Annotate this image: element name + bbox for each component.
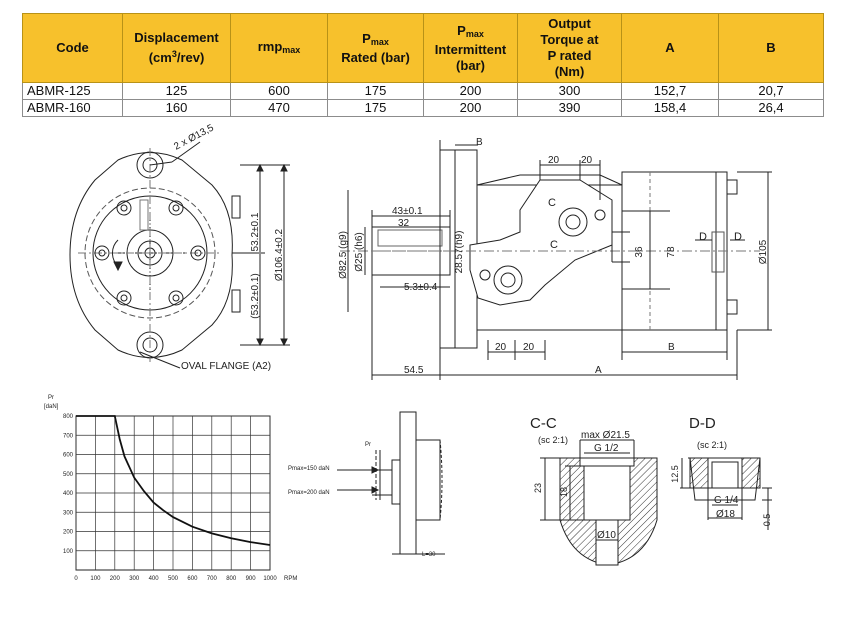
- chart-x-tick-label: 100: [90, 576, 101, 582]
- header-p-rated: Pmax Rated (bar): [327, 13, 424, 83]
- dim-a-bottom: A: [595, 365, 602, 376]
- dim-total-label: Ø106.4±0.2: [274, 228, 285, 281]
- dim-20-d: 20: [523, 342, 535, 353]
- dim-36: 36: [634, 246, 645, 258]
- dim-20-b: 20: [581, 155, 593, 166]
- table-row: ABMR-125 125 600 175 200 300 152,7 20,7: [22, 82, 824, 100]
- chart-y-tick-label: 800: [63, 414, 74, 420]
- cell-torque: 300: [517, 82, 622, 100]
- cell-torque: 390: [517, 99, 622, 117]
- chart-y-tick-label: 400: [63, 491, 74, 497]
- port-c-lower: C: [550, 239, 558, 251]
- cell-p-intermittent: 200: [423, 82, 518, 100]
- port-d-right: D: [734, 231, 742, 243]
- dim-pilot: Ø82.5 (g9): [338, 231, 349, 279]
- dim-shaft: Ø25 (h6): [354, 232, 365, 271]
- cc-dim-18: 18: [559, 487, 569, 497]
- chart-y-tick-label: 200: [63, 530, 74, 536]
- cc-thread: G 1/2: [594, 443, 619, 454]
- load-pr: Pr: [365, 442, 371, 448]
- header-a: A: [621, 13, 719, 83]
- front-view: [69, 141, 290, 369]
- table-header-row: Code Displacement (cm3/rev) rmpmax Pmax …: [22, 13, 824, 83]
- dim-b-bottom: B: [668, 342, 675, 353]
- cell-b: 26,4: [718, 99, 824, 117]
- header-code: Code: [22, 13, 123, 83]
- dim-78: 78: [666, 246, 677, 258]
- dd-thread: G 1/4: [714, 495, 739, 506]
- chart-xlabel: RPM: [284, 576, 297, 582]
- port-c-upper: C: [548, 197, 556, 209]
- chart-y-tick-label: 500: [63, 472, 74, 478]
- port-d-left: D: [699, 231, 707, 243]
- chart-y-tick-label: 300: [63, 510, 74, 516]
- header-rmp: rmpmax: [230, 13, 328, 83]
- section-dd-title: D-D: [689, 415, 716, 432]
- header-torque: Output Torque at P rated (Nm): [517, 13, 622, 83]
- bolt-hole-label: 2 x Ø13,5: [172, 122, 216, 152]
- chart-y-tick-label: 600: [63, 453, 74, 459]
- side-view: [340, 140, 772, 380]
- load-pmax-200: Pmax=200 daN: [288, 490, 330, 496]
- cc-max-dia: max Ø21.5: [581, 430, 630, 441]
- chart-x-tick-label: 600: [187, 576, 198, 582]
- chart-x-tick-label: 300: [129, 576, 140, 582]
- dd-dim-18: Ø18: [716, 509, 735, 520]
- section-cc: [540, 439, 658, 566]
- cell-rmp: 600: [230, 82, 328, 100]
- dim-lower-label: (53.2±0.1): [250, 273, 261, 319]
- chart-x-tick-label: 900: [246, 576, 257, 582]
- dim-54-5: 54.5: [404, 365, 424, 376]
- dim-b-top: B: [476, 137, 483, 148]
- dim-upper-label: 53.2±0.1: [250, 212, 261, 251]
- chart-ylabel-2: [daN]: [44, 404, 59, 410]
- flange-label: OVAL FLANGE (A2): [181, 361, 271, 372]
- dim-20-a: 20: [548, 155, 560, 166]
- chart-series-line: [76, 415, 271, 546]
- chart-x-tick-label: 800: [226, 576, 237, 582]
- section-dd-scale: (sc 2:1): [697, 440, 727, 450]
- dim-key-length: 32: [398, 218, 410, 229]
- chart-x-tick-label: 1000: [263, 576, 277, 582]
- load-pmax-150: Pmax=150 daN: [288, 466, 330, 472]
- cell-displacement: 160: [122, 99, 231, 117]
- chart-y-tick-label: 700: [63, 433, 74, 439]
- chart-x-tick-label: 0: [74, 576, 78, 582]
- cell-rmp: 470: [230, 99, 328, 117]
- radial-load-chart: 0 100 200 300 400 500 600 700 800 900 1000 100 200 30…: [63, 414, 277, 582]
- cc-dim-10: Ø10: [597, 530, 616, 541]
- chart-x-tick-label: 400: [149, 576, 160, 582]
- chart-y-tick-label: 100: [63, 549, 74, 555]
- dim-20-c: 20: [495, 342, 507, 353]
- dim-shaft-key: 28.57(h9): [454, 231, 465, 274]
- chart-x-tick-label: 200: [110, 576, 121, 582]
- header-p-intermittent: Pmax Intermittent (bar): [423, 13, 518, 83]
- cell-p-rated: 175: [327, 99, 424, 117]
- dd-dim-12-5: 12.5: [670, 465, 680, 483]
- dd-dim-0-5: 0.5: [762, 514, 772, 527]
- section-cc-title: C-C: [530, 415, 557, 432]
- section-cc-scale: (sc 2:1): [538, 435, 568, 445]
- dim-105: Ø105: [758, 239, 769, 264]
- load-l30: L=30: [422, 552, 436, 558]
- header-b: B: [718, 13, 824, 83]
- cc-dim-23: 23: [533, 483, 543, 493]
- load-diagram: [337, 411, 445, 555]
- dim-key-width: 43±0.1: [392, 206, 423, 217]
- chart-x-tick-label: 500: [168, 576, 179, 582]
- chart-ylabel-1: Pr: [48, 395, 54, 401]
- section-dd: [680, 457, 772, 530]
- dim-key-offset: 5.3±0.4: [404, 282, 438, 293]
- chart-x-tick-label: 700: [207, 576, 218, 582]
- spec-table: Code Displacement (cm3/rev) rmpmax Pmax …: [22, 13, 824, 117]
- table-row: ABMR-160 160 470 175 200 390 158,4 26,4: [22, 99, 824, 117]
- cell-a: 152,7: [621, 82, 719, 100]
